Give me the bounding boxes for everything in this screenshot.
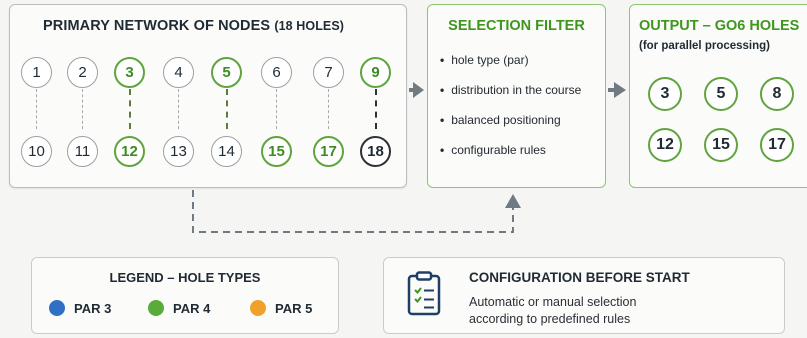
hole-node: 18 (360, 136, 391, 167)
output-node: 12 (648, 128, 682, 162)
filter-criterion: distribution in the course (440, 75, 581, 105)
filter-criterion: balanced positioning (440, 105, 581, 135)
output-subtitle: (for parallel processing) (639, 40, 771, 52)
legend-dot (250, 300, 266, 316)
selection-filter-panel: SELECTION FILTER hole type (par) distrib… (427, 4, 606, 188)
output-node: 8 (760, 77, 794, 111)
config-description: Automatic or manual selection according … (469, 294, 636, 328)
output-node: 3 (648, 77, 682, 111)
arrow-filter-to-output (608, 82, 626, 98)
legend-label: PAR 5 (275, 300, 313, 316)
primary-subtitle: (18 HOLES) (274, 19, 345, 33)
hole-node: 9 (360, 57, 391, 88)
hole-node: 11 (67, 136, 98, 167)
arrow-primary-to-filter (409, 82, 424, 98)
node-connector (36, 89, 37, 129)
legend-item-par4: PAR 4 (148, 300, 210, 316)
hole-node: 15 (261, 136, 292, 167)
config-line: according to predefined rules (469, 312, 631, 326)
hole-node: 13 (163, 136, 194, 167)
configuration-panel: CONFIGURATION BEFORE START Automatic or … (383, 257, 785, 334)
hole-node: 12 (114, 136, 145, 167)
legend-item-par5: PAR 5 (250, 300, 312, 316)
hole-node: 17 (313, 136, 344, 167)
output-node: 5 (704, 77, 738, 111)
output-panel: OUTPUT – GO6 HOLES (for parallel process… (629, 4, 807, 188)
hole-node: 4 (163, 57, 194, 88)
legend-title: LEGEND – HOLE TYPES (109, 270, 261, 285)
output-title: OUTPUT – GO6 HOLES (639, 18, 800, 34)
hole-node: 14 (211, 136, 242, 167)
hole-node: 10 (21, 136, 52, 167)
dashed-feedback-arrow (192, 190, 521, 233)
node-connector (276, 89, 277, 129)
filter-title: SELECTION FILTER (448, 18, 585, 34)
node-connector (375, 89, 377, 129)
hole-node: 6 (261, 57, 292, 88)
node-connector (129, 89, 131, 129)
primary-title-text: PRIMARY NETWORK OF NODES (43, 18, 271, 34)
config-line: Automatic or manual selection (469, 295, 637, 309)
legend-panel: LEGEND – HOLE TYPES PAR 3 PAR 4 PAR 5 (31, 257, 339, 334)
legend-label: PAR 3 (74, 300, 112, 316)
node-connector (82, 89, 83, 129)
filter-criterion: hole type (par) (440, 45, 581, 75)
legend-item-par3: PAR 3 (49, 300, 111, 316)
config-title: CONFIGURATION BEFORE START (469, 270, 690, 285)
hole-node: 1 (21, 57, 52, 88)
filter-criteria-list: hole type (par) distribution in the cour… (440, 45, 581, 165)
primary-title: PRIMARY NETWORK OF NODES (18 HOLES) (43, 18, 344, 34)
clipboard-checklist-icon (407, 271, 441, 316)
hole-node: 3 (114, 57, 145, 88)
output-node: 17 (760, 128, 794, 162)
output-node: 15 (704, 128, 738, 162)
filter-criterion: configurable rules (440, 135, 581, 165)
hole-node: 7 (313, 57, 344, 88)
legend-label: PAR 4 (173, 300, 211, 316)
node-connector (226, 89, 228, 129)
node-connector (178, 89, 179, 129)
legend-dot (49, 300, 65, 316)
node-connector (328, 89, 329, 129)
hole-node: 2 (67, 57, 98, 88)
hole-node: 5 (211, 57, 242, 88)
legend-dot (148, 300, 164, 316)
